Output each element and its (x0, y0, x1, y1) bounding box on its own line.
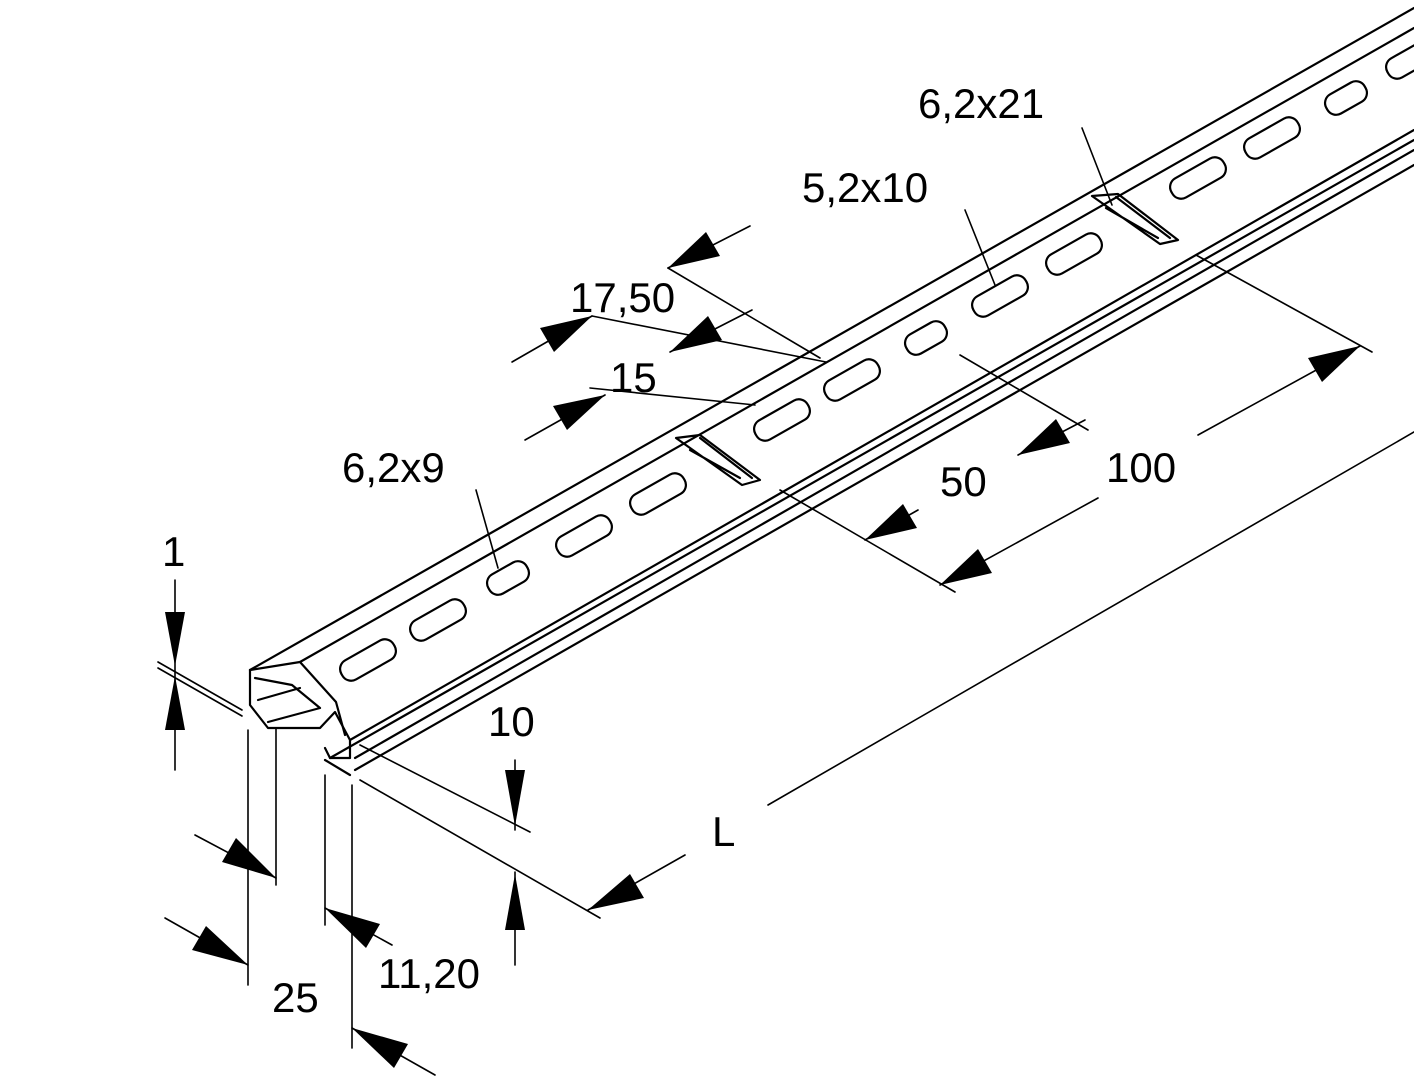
spacing-100-label: 100 (1106, 444, 1176, 491)
slot (555, 514, 613, 558)
slot (1045, 232, 1103, 276)
slot-medium-label: 5,2x10 (802, 164, 928, 211)
rail-body (248, 6, 1414, 777)
slot (823, 358, 881, 402)
spacing-50-label: 50 (940, 458, 987, 505)
slot (629, 472, 687, 516)
flange-label: 10 (488, 698, 535, 745)
width-label: 25 (272, 974, 319, 1021)
large-slot (674, 433, 762, 487)
large-slot (1090, 192, 1180, 246)
pitch-long-label: 17,50 (570, 274, 675, 321)
slot (1323, 80, 1369, 116)
slot (753, 398, 811, 442)
slot-small-label: 6,2x9 (342, 444, 445, 491)
slot (903, 320, 949, 356)
pitch-short-label: 15 (610, 354, 657, 401)
slot-depth-label: 11,20 (378, 950, 480, 997)
dimension-lines (157, 127, 1414, 1076)
slot (971, 274, 1029, 318)
slot (339, 638, 397, 682)
slot (1243, 116, 1301, 160)
slot (1385, 36, 1414, 80)
slot (1169, 156, 1227, 200)
slot-row (339, 36, 1414, 682)
slot (485, 560, 531, 596)
slot (409, 598, 467, 642)
slot-large-label: 6,2x21 (918, 80, 1044, 127)
length-label: L (712, 808, 735, 855)
dimension-labels: 1 25 11,20 10 L 6,2x9 15 17,50 5,2x10 6,… (162, 80, 1176, 1021)
thickness-label: 1 (162, 528, 185, 575)
